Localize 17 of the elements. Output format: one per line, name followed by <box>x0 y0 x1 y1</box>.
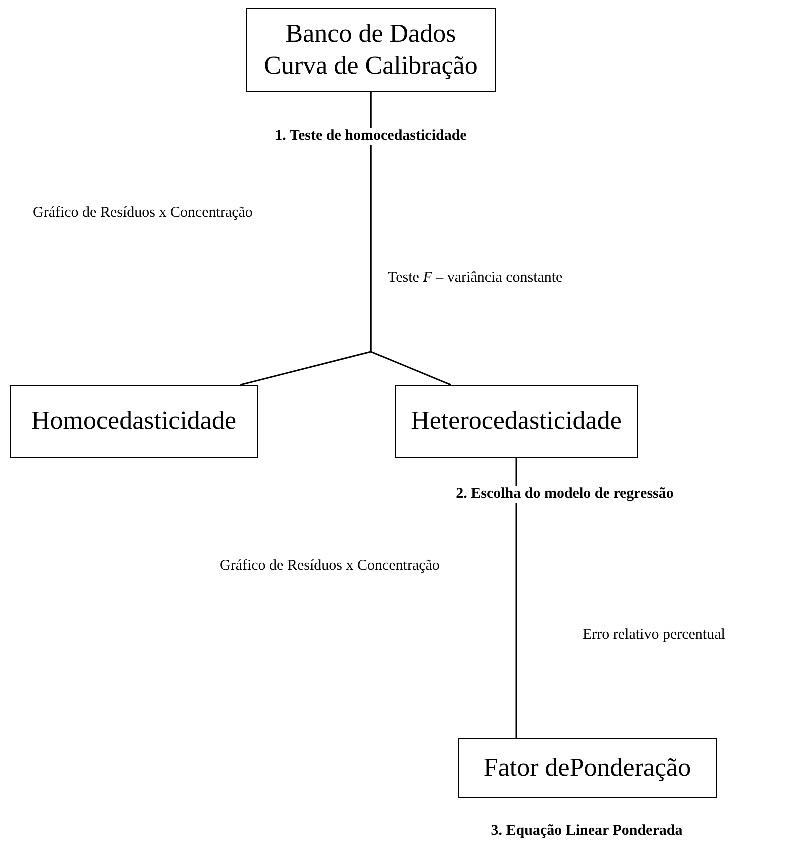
process-box <box>458 738 717 798</box>
process-box <box>246 8 496 92</box>
step-heading: 3. Equação Linear Ponderada <box>489 823 685 840</box>
box-label: Homocedasticidade <box>31 405 237 438</box>
annotation-text: Erro relativo percentual <box>583 627 726 644</box>
process-box <box>395 385 638 458</box>
process-box <box>10 385 258 458</box>
annotation-text: Gráfico de Resíduos x Concentração <box>33 205 253 222</box>
step-heading: 2. Escolha do modelo de regressão <box>454 486 676 503</box>
box-label: Banco de Dados Curva de Calibração <box>263 18 479 82</box>
annotation-text: Gráfico de Resíduos x Concentração <box>220 558 440 575</box>
step-heading: 1. Teste de homocedasticidade <box>273 128 469 145</box>
connector-line <box>516 458 518 738</box>
annotation-text: Teste F – variância constante <box>388 270 563 287</box>
box-label: Fator dePonderação <box>484 752 692 784</box>
connector-line <box>370 92 452 386</box>
box-label: Heterocedasticidade <box>411 405 622 438</box>
